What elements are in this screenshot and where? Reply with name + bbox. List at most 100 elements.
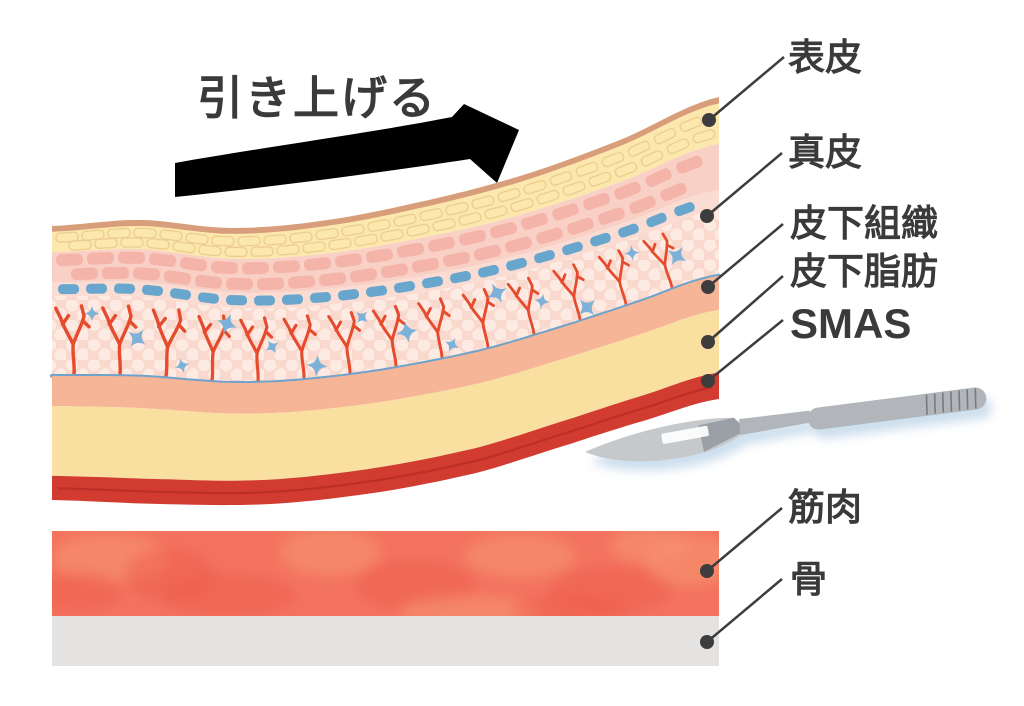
fibroblast-star <box>534 293 550 309</box>
dermis-brick <box>427 236 456 252</box>
fibroblast-star <box>216 313 238 334</box>
basal-layer-dash <box>169 288 192 300</box>
dermis-brick <box>396 242 425 258</box>
dermis-brick <box>676 155 703 174</box>
epidermis-cell <box>393 213 417 227</box>
callout-epidermis: 表皮 <box>702 37 862 127</box>
vessel-tree <box>597 249 630 306</box>
epidermis-cell <box>133 227 157 239</box>
dermis-brick <box>256 277 285 291</box>
dermis-brick <box>598 207 625 225</box>
fibroblast-star <box>174 358 190 374</box>
callout-dermis: 真皮 <box>700 132 862 223</box>
basal-layer-dash <box>85 283 108 294</box>
leader-dot <box>700 564 714 578</box>
dermis-brick <box>318 272 347 287</box>
epidermis-cell <box>536 189 560 205</box>
epidermis-cell <box>484 205 508 220</box>
fibroblast-star <box>306 354 328 377</box>
grip-ridge <box>950 391 953 412</box>
epidermis-cell <box>692 129 716 144</box>
fibroblast-star <box>445 337 459 352</box>
leader-dot <box>701 280 715 294</box>
epidermis-cell <box>445 201 469 216</box>
dermis-brick <box>163 270 192 285</box>
layer-subcutaneous-fat <box>52 309 719 481</box>
leader-dot <box>701 335 715 349</box>
scalpel-icon <box>585 387 992 471</box>
callout-smas: SMAS <box>701 300 911 388</box>
epidermis-cell <box>146 238 170 250</box>
epidermis-cell <box>302 241 326 254</box>
title-text: 引き上げる <box>197 72 437 124</box>
layer-labels: 表皮 真皮 皮下組織 皮下脂肪 SMAS 筋肉 <box>700 37 938 649</box>
dermis-brick <box>490 222 517 239</box>
dermis-brick <box>645 168 672 188</box>
callout-subcutaneous-tissue: 皮下組織 <box>701 203 938 294</box>
basal-layer-dash <box>646 212 667 228</box>
dermis-brick <box>194 274 223 289</box>
dermis-brick <box>536 227 563 245</box>
leader-line <box>706 507 783 572</box>
epidermis-cell <box>81 229 105 241</box>
epidermis-cell <box>68 239 92 251</box>
epidermis-cell <box>627 140 651 157</box>
epidermis-cell <box>276 244 300 256</box>
fibroblast-star <box>128 329 146 347</box>
epidermis-cell <box>458 212 482 226</box>
muscle-blotch <box>280 531 380 576</box>
epidermis-cell <box>549 171 573 186</box>
muscle-blotch <box>610 531 690 563</box>
dermis-brick <box>614 181 641 200</box>
epidermis-cell <box>224 246 248 258</box>
dermis-brick <box>148 252 177 267</box>
epidermis-cell <box>406 223 430 237</box>
dermis-brick <box>210 261 239 275</box>
vessel-tree <box>461 288 496 349</box>
epidermis-cell <box>341 223 365 237</box>
vessel-tree <box>151 308 187 379</box>
epidermis-cell <box>237 235 261 247</box>
label-epidermis: 表皮 <box>788 37 862 78</box>
dermis-brick <box>442 251 471 268</box>
scalpel-neck <box>739 410 812 436</box>
basal-layer-dash <box>450 270 471 284</box>
dermis-brick <box>179 257 208 272</box>
label-dermis: 真皮 <box>788 132 862 173</box>
fibroblast-star <box>396 321 418 343</box>
epidermis-cell <box>107 227 131 239</box>
epidermis-cell <box>55 231 79 243</box>
dermis-brick <box>225 277 254 291</box>
epidermis-cell <box>601 151 625 168</box>
vessel-tree <box>54 304 91 376</box>
dermis-brick <box>101 266 130 280</box>
scalpel-blade-heel <box>698 417 747 452</box>
scalpel-grip-ridges <box>925 388 977 415</box>
label-smas: SMAS <box>790 300 911 347</box>
basal-layer-dash <box>562 241 583 256</box>
dermis-brick <box>287 275 316 289</box>
fibroblast-star <box>356 311 368 323</box>
epidermis-cell <box>497 188 521 203</box>
epidermis-cell <box>562 181 586 196</box>
epidermis-cell <box>289 231 313 244</box>
epidermis-cells <box>55 116 716 258</box>
label-subcutaneous-fat: 皮下脂肪 <box>790 251 938 292</box>
basal-layer-dash <box>281 294 304 305</box>
smas-crease-line <box>57 386 713 495</box>
basal-layer-dash <box>618 223 639 238</box>
basal-layer-dash <box>506 257 527 271</box>
dermis-brick <box>272 260 301 274</box>
epidermis-cell <box>575 161 599 177</box>
vessel-tree <box>552 263 585 321</box>
fibroblast-star <box>667 246 687 266</box>
basal-layer-dash <box>225 294 248 306</box>
dermis-brick <box>552 203 579 221</box>
leader-line <box>707 275 784 343</box>
basal-layer-dash <box>113 283 136 294</box>
epidermis-cell <box>198 244 222 257</box>
basal-layer-dash <box>534 249 555 264</box>
muscle-layer <box>52 531 719 616</box>
